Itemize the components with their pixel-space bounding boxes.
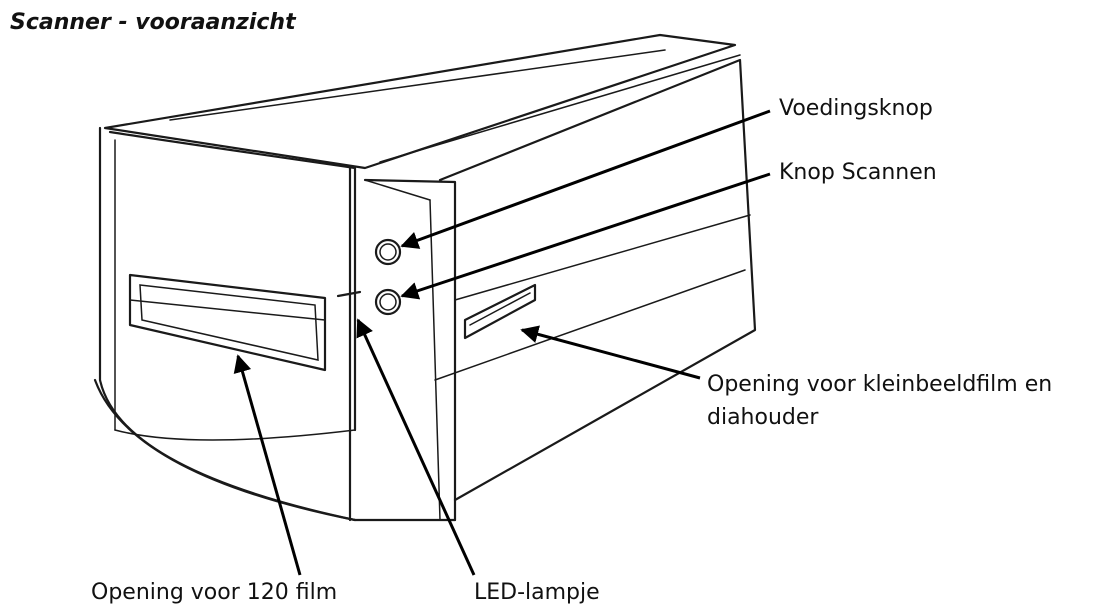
label-slide-slot: Opening voor kleinbeeldfilm en diahouder bbox=[707, 368, 1107, 434]
label-scan-button: Knop Scannen bbox=[779, 160, 937, 185]
label-slide-slot-line1: Opening voor kleinbeeldfilm en bbox=[707, 372, 1053, 397]
label-120-film: Opening voor 120 film bbox=[91, 580, 338, 605]
led-shape bbox=[336, 290, 362, 298]
label-power-button: Voedingsknop bbox=[779, 96, 933, 121]
arrow-120 bbox=[233, 354, 302, 576]
label-led: LED-lampje bbox=[474, 580, 600, 605]
page-title: Scanner - vooraanzicht bbox=[10, 10, 296, 35]
scan-button-shape bbox=[374, 288, 402, 316]
arrow-slot bbox=[520, 325, 701, 380]
power-button-shape bbox=[374, 238, 402, 266]
label-slide-slot-line2: diahouder bbox=[707, 405, 819, 430]
arrow-power bbox=[400, 109, 771, 249]
scanner-body bbox=[93, 33, 757, 522]
arrow-scan bbox=[400, 172, 771, 300]
arrow-led bbox=[356, 318, 476, 576]
